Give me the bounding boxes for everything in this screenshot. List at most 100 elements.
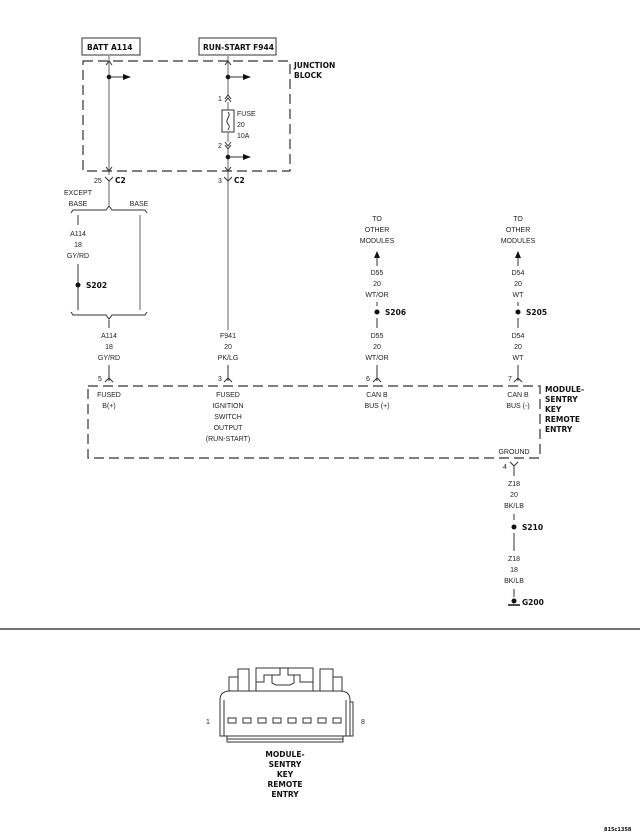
batt-source-box: BATT A114 xyxy=(81,37,141,56)
f941-gauge: 20 xyxy=(224,344,232,351)
splice-s206-dot xyxy=(374,309,380,315)
f941-pin: 3 xyxy=(218,376,222,383)
pin5-connector-icon xyxy=(104,377,114,383)
figure-id: 815c1358 xyxy=(604,827,632,833)
d54-upper-color: WT xyxy=(513,292,525,299)
to-other-1-a: TO xyxy=(372,216,382,223)
pin-fused-ign-1: FUSED xyxy=(216,392,240,399)
f941-circuit: F941 xyxy=(220,333,236,340)
module-name-2: SENTRY xyxy=(545,395,578,404)
connector-name-4: REMOTE xyxy=(268,780,303,789)
d55-upper-color: WT/OR xyxy=(365,292,388,299)
fuse-pin1-connector-icon xyxy=(224,94,232,103)
pin-can-minus-1: CAN B xyxy=(507,392,529,399)
d54-pin: 7 xyxy=(508,376,512,383)
ground-g200-icon xyxy=(508,598,520,606)
a114-gauge: 18 xyxy=(105,344,113,351)
connector-in-icon xyxy=(105,60,113,66)
up-arrow-icon xyxy=(374,251,380,258)
connector-name-3: KEY xyxy=(277,770,294,779)
fuse-rating: 10A xyxy=(237,133,250,140)
junction-block-outline xyxy=(82,60,291,172)
d55-upper-gauge: 20 xyxy=(373,281,381,288)
pin-fused-b-2: B(+) xyxy=(102,403,115,410)
ground-g200: G200 xyxy=(522,598,544,607)
connector-face-view xyxy=(219,667,354,743)
c2-right-name: C2 xyxy=(234,176,245,185)
branch-brace-top xyxy=(70,205,148,214)
z18-lower-color: BK/LB xyxy=(504,578,524,585)
connector-out-icon xyxy=(105,166,113,172)
base-label: BASE xyxy=(130,201,149,208)
a114-color: GY/RD xyxy=(98,355,120,362)
to-other-2-a: OTHER xyxy=(365,227,390,234)
to-other-3-a: MODULES xyxy=(360,238,395,245)
up-arrow-icon xyxy=(515,251,521,258)
z18-upper-gauge: 20 xyxy=(510,492,518,499)
run-start-source-box: RUN-START F944 xyxy=(198,37,277,56)
pin-fused-ign-5: (RUN-START) xyxy=(206,436,250,443)
c2-right-pin: 3 xyxy=(218,178,222,185)
except-base-2: BASE xyxy=(69,201,88,208)
d54-upper-circuit: D54 xyxy=(512,270,525,277)
module-name-5: ENTRY xyxy=(545,425,573,434)
fuse-number: 20 xyxy=(237,122,245,129)
d54-lower-gauge: 20 xyxy=(514,344,522,351)
z18-upper-color: BK/LB xyxy=(504,503,524,510)
pin-can-plus-1: CAN B xyxy=(366,392,388,399)
to-other-2-b: OTHER xyxy=(506,227,531,234)
connector-in-icon xyxy=(224,60,232,66)
a114-circuit: A114 xyxy=(101,333,117,340)
to-other-3-b: MODULES xyxy=(501,238,536,245)
splice-s205: S205 xyxy=(526,308,547,317)
f941-color: PK/LG xyxy=(218,355,239,362)
pin-can-minus-2: BUS (-) xyxy=(506,403,529,410)
d55-lower-circuit: D55 xyxy=(371,333,384,340)
z18-pin: 4 xyxy=(503,464,507,471)
a114-upper-circuit: A114 xyxy=(70,231,86,238)
pin-ground: GROUND xyxy=(498,449,529,456)
to-other-1-b: TO xyxy=(513,216,523,223)
connector-pin-last: 8 xyxy=(361,719,365,726)
except-base-1: EXCEPT xyxy=(64,190,93,197)
fuse-label: FUSE xyxy=(237,111,256,118)
pin6-connector-icon xyxy=(372,377,382,383)
c2-left-connector-icon xyxy=(104,176,114,182)
splice-s210-dot xyxy=(511,524,517,530)
fuse-pin-in: 1 xyxy=(218,96,222,103)
splice-s210: S210 xyxy=(522,523,543,532)
a114-upper-gauge: 18 xyxy=(74,242,82,249)
connector-pin-cavities xyxy=(227,717,342,724)
pin3-connector-icon xyxy=(223,377,233,383)
fuse-pin2-connector-icon xyxy=(224,141,232,150)
pin7-connector-icon xyxy=(513,377,523,383)
d55-upper-circuit: D55 xyxy=(371,270,384,277)
z18-upper-circuit: Z18 xyxy=(508,481,520,488)
d55-pin: 6 xyxy=(366,376,370,383)
run-start-label: RUN-START F944 xyxy=(203,43,274,52)
connector-name-5: ENTRY xyxy=(271,790,299,799)
a114-pin: 5 xyxy=(98,376,102,383)
module-name-3: KEY xyxy=(545,405,562,414)
pin-can-plus-2: BUS (+) xyxy=(364,403,389,410)
module-outline xyxy=(87,385,541,459)
connector-out-icon xyxy=(224,166,232,172)
module-name-4: REMOTE xyxy=(545,415,580,424)
z18-lower-gauge: 18 xyxy=(510,567,518,574)
splice-s202-dot xyxy=(75,282,81,288)
connector-pin-first: 1 xyxy=(206,719,210,726)
connector-name-1: MODULE- xyxy=(265,750,304,759)
splice-s205-dot xyxy=(515,309,521,315)
module-name-1: MODULE- xyxy=(545,385,584,394)
splice-s206: S206 xyxy=(385,308,406,317)
fuse-icon xyxy=(221,109,235,133)
d55-lower-color: WT/OR xyxy=(365,355,388,362)
branch-brace-bottom xyxy=(70,311,148,320)
fuse-pin-out: 2 xyxy=(218,143,222,150)
z18-lower-circuit: Z18 xyxy=(508,556,520,563)
junction-block-label-2: BLOCK xyxy=(294,71,323,80)
c2-right-connector-icon xyxy=(223,176,233,182)
pin-fused-ign-2: IGNITION xyxy=(212,403,243,410)
a114-upper-color: GY/RD xyxy=(67,253,89,260)
